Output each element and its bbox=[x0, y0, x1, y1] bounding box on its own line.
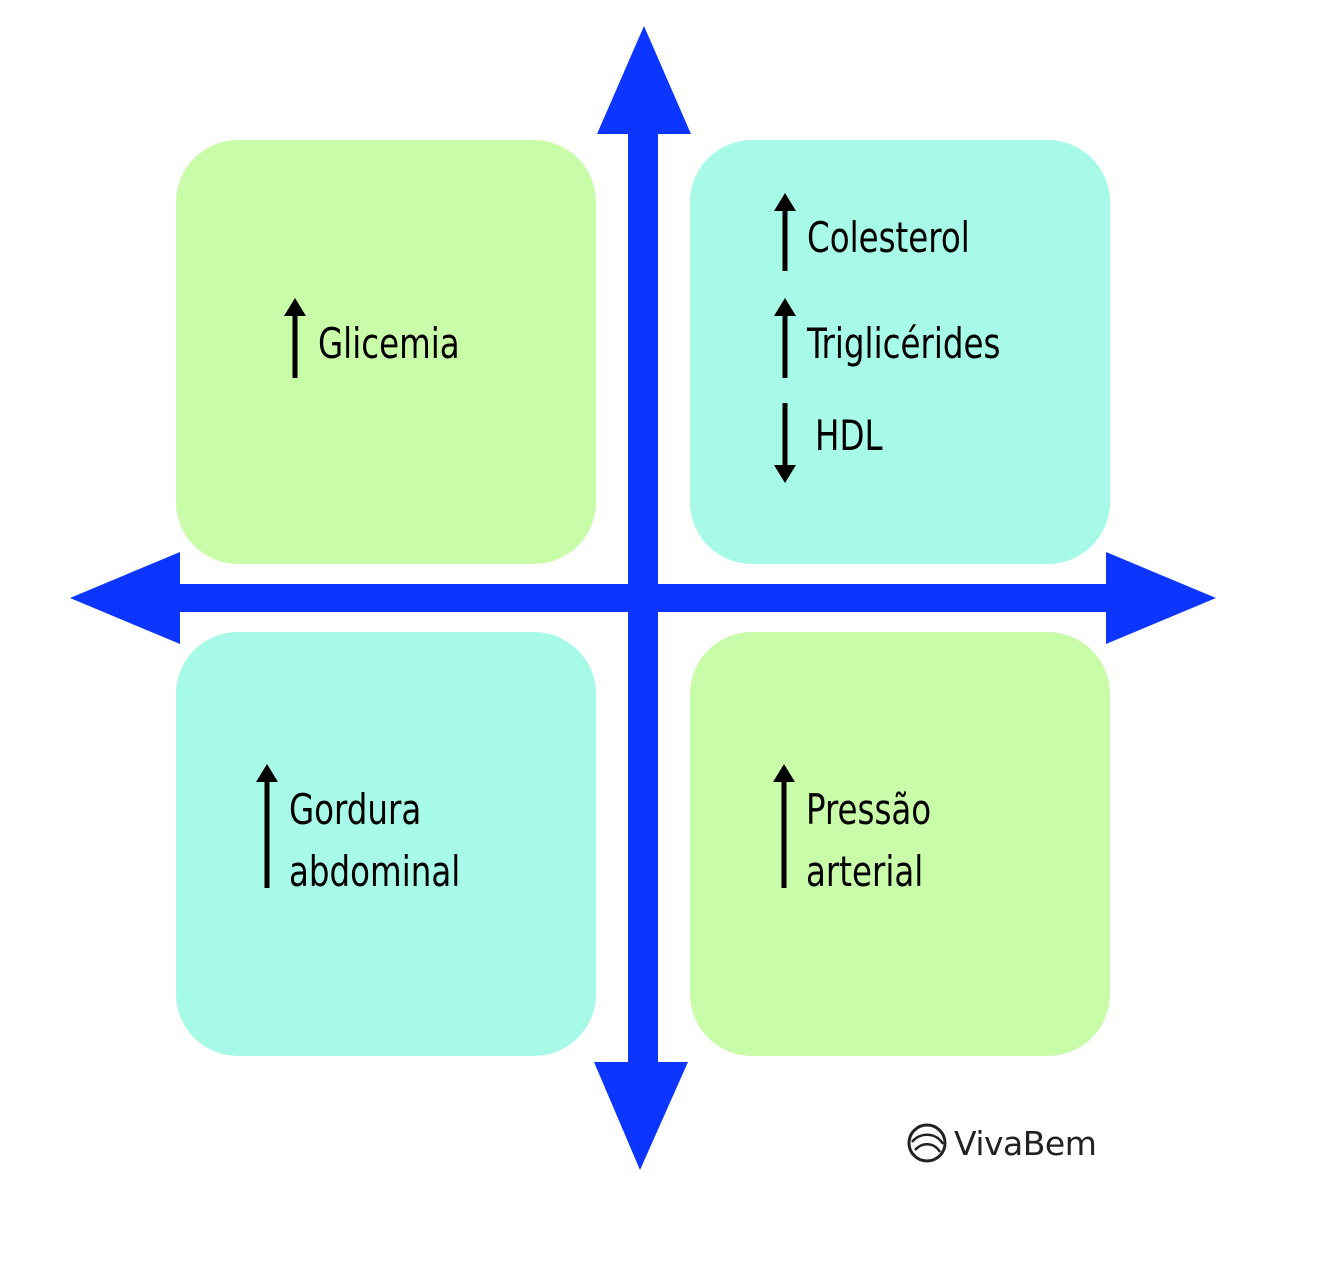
up-arrowhead bbox=[597, 26, 691, 134]
left-arrowhead bbox=[70, 552, 180, 644]
quadrant-bottom-left bbox=[176, 632, 596, 1056]
label-glicemia: Glicemia bbox=[318, 319, 460, 368]
up-arrow-icon bbox=[774, 298, 796, 378]
horizontal-axis bbox=[70, 552, 1216, 644]
vivabem-logo-icon bbox=[907, 1123, 947, 1163]
label-gordura: Gordura bbox=[289, 785, 422, 834]
up-arrow-icon bbox=[256, 764, 278, 888]
up-arrow-icon bbox=[773, 764, 795, 888]
label-colesterol: Colesterol bbox=[807, 213, 970, 262]
up-arrow-icon bbox=[774, 193, 796, 271]
quadrant-top-left bbox=[176, 140, 596, 564]
brand-name: VivaBem bbox=[954, 1123, 1097, 1163]
label-triglicerides: Triglicérides bbox=[807, 319, 1001, 368]
right-arrowhead bbox=[1106, 552, 1216, 644]
quadrant-top-right bbox=[690, 140, 1110, 564]
down-arrowhead bbox=[594, 1062, 688, 1170]
label-arterial: arterial bbox=[806, 847, 924, 896]
label-pressao: Pressão bbox=[806, 785, 932, 834]
horizontal-axis-shaft bbox=[175, 584, 1110, 612]
quadrant-bottom-right bbox=[690, 632, 1110, 1056]
label-hdl: HDL bbox=[815, 411, 883, 460]
vivabem-logo: VivaBem bbox=[906, 1120, 1097, 1166]
down-arrow-icon bbox=[774, 403, 796, 483]
up-arrow-icon bbox=[284, 298, 306, 378]
label-abdominal: abdominal bbox=[289, 847, 461, 896]
